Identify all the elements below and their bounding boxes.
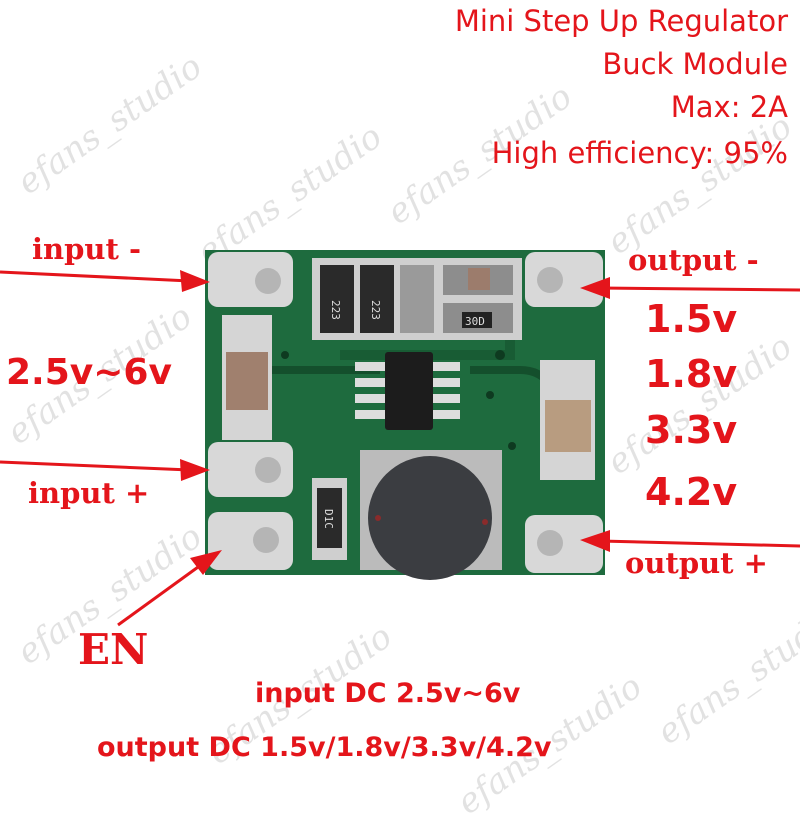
max-current-line: Max: 2A (670, 90, 788, 124)
label-output-minus: output - (628, 243, 759, 277)
pad-en (208, 512, 293, 570)
label-input-plus: input + (28, 476, 150, 510)
pcb-module-photo: 223 223 30D D1C (205, 250, 605, 580)
resistor-marking: 223 (329, 300, 342, 320)
pad-input-minus (208, 252, 293, 307)
arrow-output-minus-head (580, 277, 610, 299)
label-output-voltage: 3.3v (645, 408, 738, 452)
efficiency-line: High efficiency: 95% (491, 136, 788, 170)
label-input-range: 2.5v~6v (6, 352, 172, 393)
arrow-input-minus (0, 270, 191, 283)
label-output-voltage: 1.8v (645, 352, 738, 396)
label-output-plus: output + (625, 546, 768, 580)
arrow-output-plus (599, 539, 800, 548)
input-spec: input DC 2.5v~6v (255, 678, 521, 709)
resistor-marking: D1C (322, 509, 335, 529)
label-input-minus: input - (32, 232, 141, 266)
resistor-marking: 223 (369, 300, 382, 320)
arrow-output-minus (599, 286, 800, 292)
arrow-en (117, 560, 206, 627)
component-marking: 30D (465, 315, 485, 328)
arrow-en-head (190, 550, 222, 575)
label-output-voltage: 1.5v (645, 297, 738, 341)
pad-output-plus (525, 515, 603, 573)
subtitle-line: Buck Module (602, 47, 788, 81)
ic-chip (355, 352, 460, 430)
label-output-voltage: 4.2v (645, 470, 738, 514)
arrow-output-plus-head (580, 530, 610, 552)
label-en: EN (78, 625, 149, 674)
arrow-input-plus (0, 460, 191, 472)
arrow-input-plus-head (180, 459, 210, 481)
inductor (368, 456, 492, 580)
pad-input-plus (208, 442, 293, 497)
annotation-arrows (0, 270, 800, 627)
pad-output-minus (525, 252, 603, 307)
output-spec: output DC 1.5v/1.8v/3.3v/4.2v (97, 732, 552, 763)
title-line: Mini Step Up Regulator (454, 4, 788, 38)
arrow-input-minus-head (180, 270, 210, 292)
